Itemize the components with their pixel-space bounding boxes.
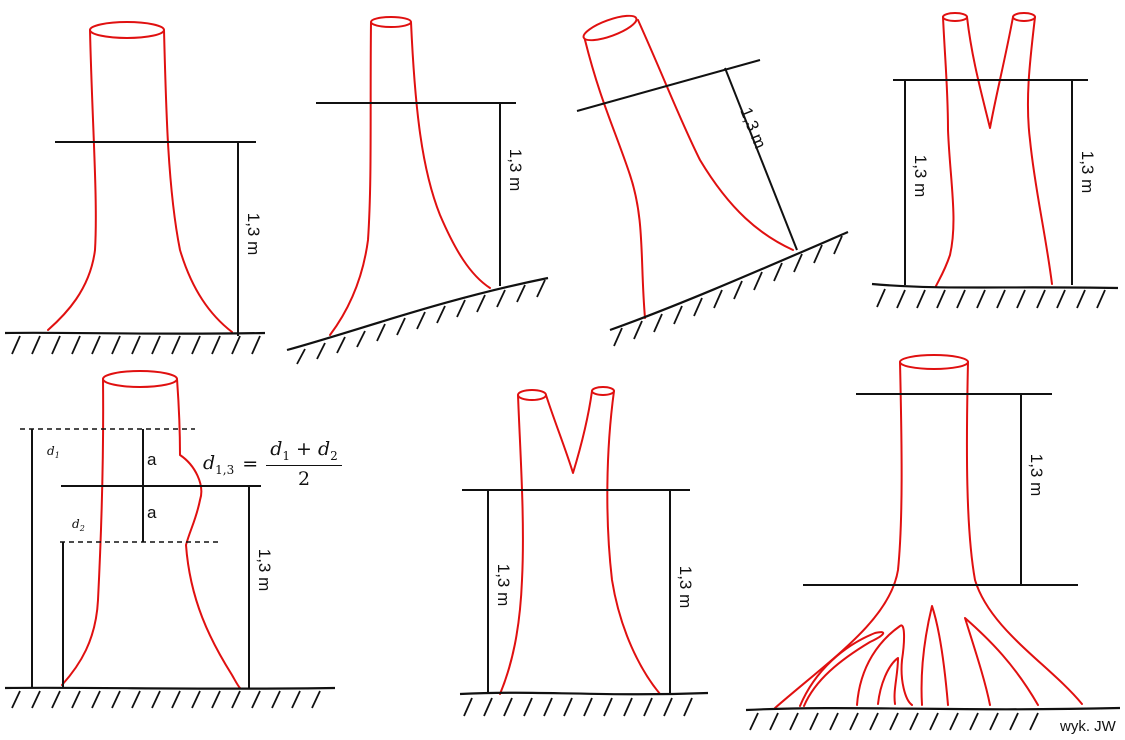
height-label: 1,3 m: [506, 149, 525, 192]
ground-line: [4, 331, 266, 335]
height-label-right: 1,3 m: [676, 566, 695, 609]
trunk-right-edge: [176, 378, 241, 689]
panel-swelling: a a d1 d2 1,3 m: [4, 370, 336, 709]
fork-crotch: [966, 16, 1014, 129]
height-dimension-line: [724, 67, 798, 251]
root-flare-left-outer: [799, 631, 885, 707]
height-label-left: 1,3 m: [911, 155, 930, 198]
panel-gentle-slope: 1,3 m: [286, 16, 549, 365]
trunk-left-edge: [935, 16, 955, 287]
panel-flat-ground: 1,3 m: [4, 21, 266, 355]
ground-hatching: [296, 279, 546, 365]
trunk-right-edge: [410, 21, 491, 289]
stem-right-top: [591, 386, 615, 396]
panel-buttress-roots: 1,3 m: [745, 354, 1121, 731]
ground-line: [745, 706, 1121, 712]
formula-denominator: 2: [297, 467, 311, 490]
trunk-top: [102, 370, 178, 388]
trunk-right-edge: [965, 361, 1083, 705]
formula-numerator: d1 + d2: [266, 438, 342, 466]
trunk-right-edge: [1026, 16, 1053, 285]
d1-label: d1: [47, 444, 60, 460]
trunk-top: [899, 354, 969, 370]
height-label: 1,3 m: [736, 105, 770, 152]
formula-fraction: d1 + d2 2: [266, 438, 342, 490]
breast-height-line: [576, 59, 761, 112]
formula-equals: =: [242, 452, 259, 475]
panel-leaning-tree: 1,3 m: [576, 14, 849, 347]
root-center: [920, 605, 949, 706]
ground-hatching: [11, 690, 321, 709]
trunk-top: [89, 21, 165, 39]
root-flare-right: [964, 617, 1039, 706]
stem-left-top: [517, 389, 547, 401]
trunk-left-edge: [499, 394, 524, 695]
dbh-formula: d1,3 = d1 + d2 2: [203, 438, 342, 490]
ground-line: [286, 276, 549, 352]
trunk-left-edge: [584, 39, 646, 319]
author-credit: wyk. JW: [1060, 718, 1116, 735]
trunk-right-edge: [163, 29, 233, 333]
trunk-right-edge: [637, 19, 794, 251]
d2-label: d2: [72, 517, 85, 533]
trunk-left-edge: [47, 29, 97, 331]
stem-left-top: [942, 12, 968, 22]
offset-label-upper: a: [147, 450, 157, 469]
ground-line: [4, 686, 336, 690]
ground-hatching: [876, 288, 1106, 309]
trunk-left-edge: [61, 378, 105, 686]
height-label: 1,3 m: [244, 213, 263, 256]
panel-fork-below: 1,3 m 1,3 m: [459, 386, 709, 717]
ground-hatching: [463, 697, 693, 717]
panel-fork-above: 1,3 m 1,3 m: [871, 12, 1119, 309]
trunk-top: [582, 14, 638, 42]
height-label: 1,3 m: [1027, 454, 1046, 497]
root-inner-loop: [877, 657, 899, 705]
root-flare-left-inner: [856, 624, 913, 706]
ground-line: [871, 282, 1119, 290]
formula-lhs: d1,3: [203, 451, 235, 477]
height-label-left: 1,3 m: [494, 564, 513, 607]
offset-label-lower: a: [147, 503, 157, 522]
height-label: 1,3 m: [255, 549, 274, 592]
stem-right-top: [1012, 12, 1036, 22]
height-label-right: 1,3 m: [1078, 151, 1097, 194]
ground-hatching: [749, 712, 1039, 731]
trunk-left-edge: [329, 21, 372, 336]
ground-hatching: [11, 335, 261, 355]
ground-line: [459, 691, 709, 696]
trunk-top: [370, 16, 412, 28]
ground-line: [609, 230, 849, 332]
fork-crotch: [545, 390, 593, 474]
trunk-right-edge: [606, 390, 661, 695]
ground-hatching: [613, 235, 843, 347]
